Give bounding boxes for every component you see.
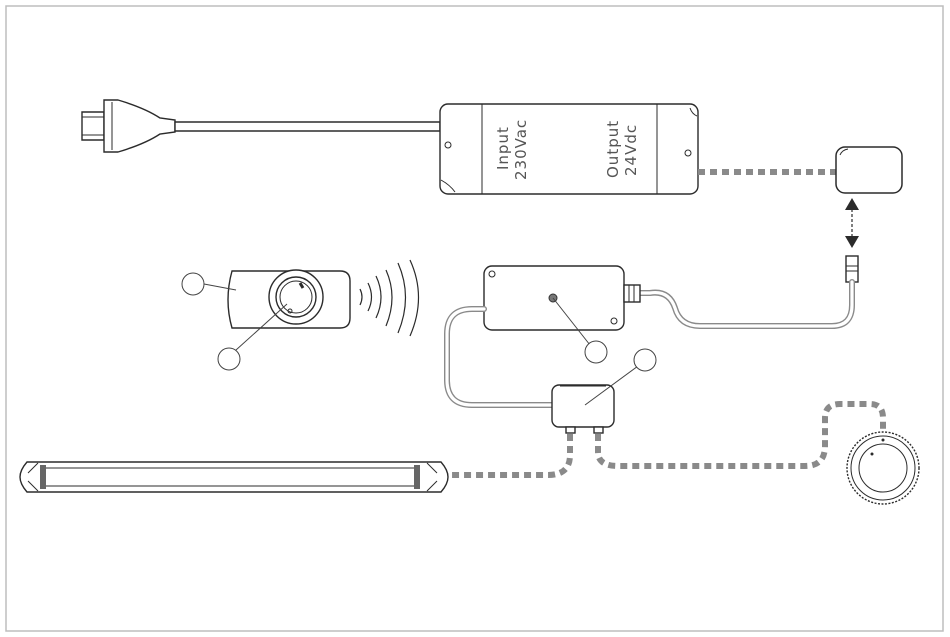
mains-cable xyxy=(175,122,440,131)
dc-plug-icon xyxy=(846,256,858,282)
connector-module xyxy=(836,147,902,193)
led-strip xyxy=(20,462,448,492)
diagram-frame xyxy=(6,6,943,631)
input-label: Input xyxy=(494,126,512,170)
splitter-unit xyxy=(552,385,614,433)
output-voltage-label: 24Vdc xyxy=(622,124,640,176)
wireless-signal-icon xyxy=(360,260,419,336)
touch-dimmer xyxy=(847,432,919,504)
mains-plug-icon xyxy=(82,100,175,152)
receiver-unit xyxy=(484,266,640,330)
output-label: Output xyxy=(604,120,622,178)
remote-control xyxy=(228,270,350,328)
power-supply: Input 230Vac Output 24Vdc xyxy=(440,104,698,194)
touch-dimmer-cable xyxy=(598,404,883,466)
led-strip-cable xyxy=(445,434,570,475)
receiver-cable xyxy=(630,282,852,326)
input-voltage-label: 230Vac xyxy=(512,119,530,180)
connect-arrow-icon xyxy=(845,198,859,248)
